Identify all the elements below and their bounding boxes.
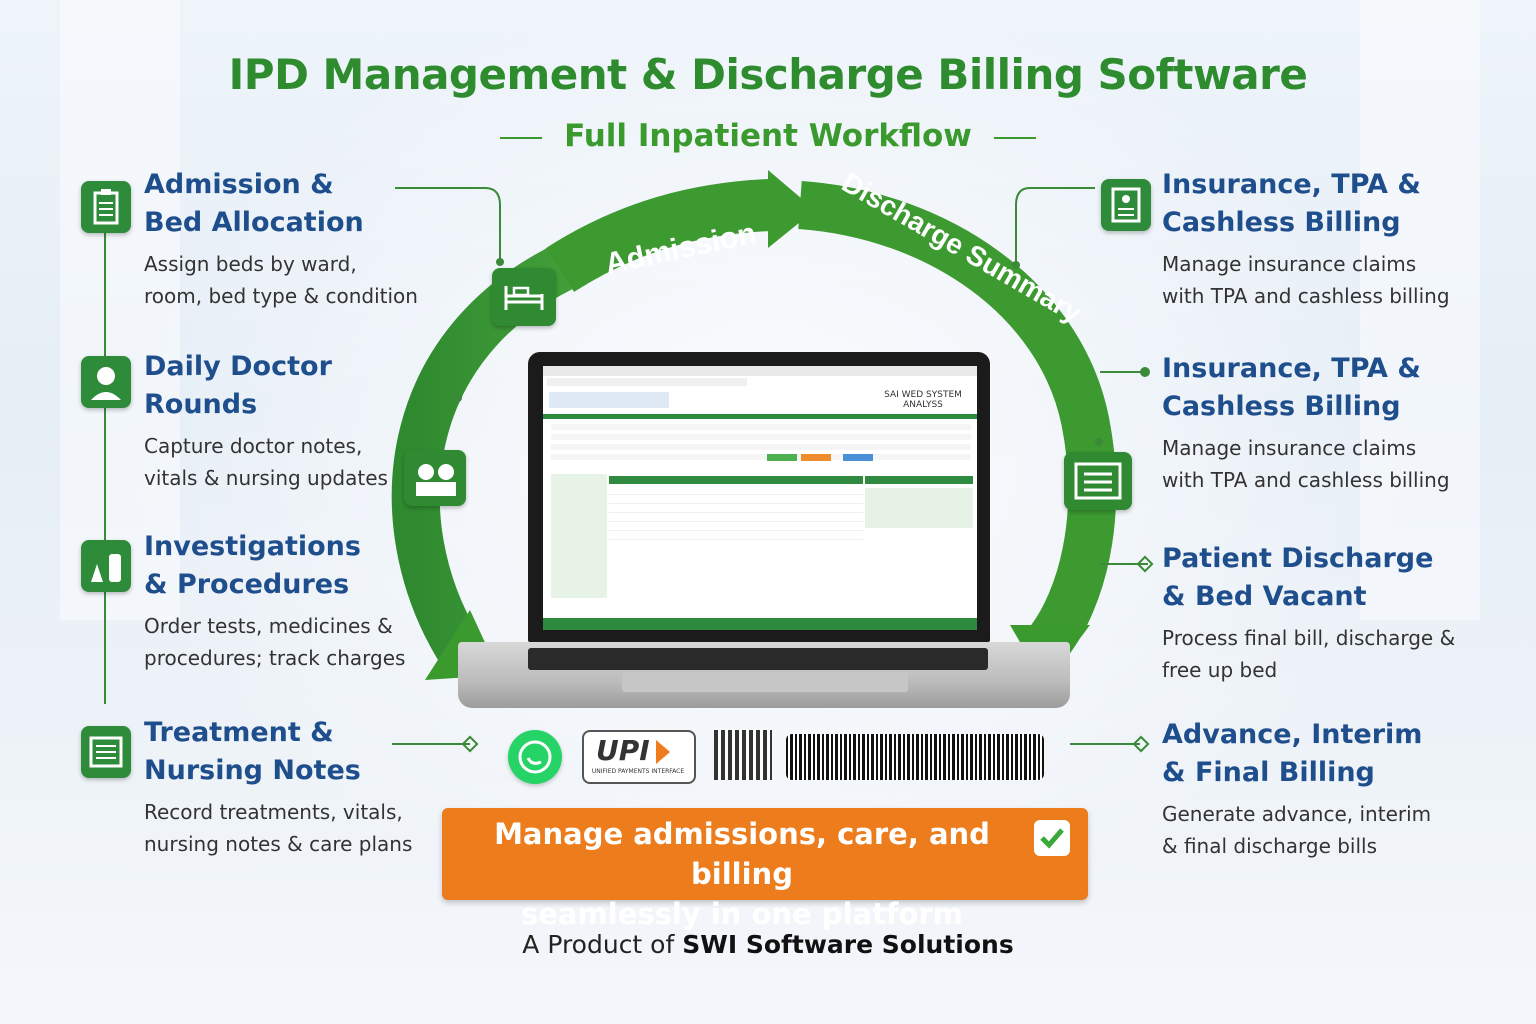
feature-title: Advance, Interim& Final Billing	[1162, 719, 1423, 788]
insurance-card-icon	[1101, 179, 1151, 231]
feature-admission-bed-allocation: Admission &Bed Allocation Assign beds by…	[144, 166, 418, 312]
barcode-icon	[786, 734, 1044, 780]
feature-patient-discharge: Patient Discharge& Bed Vacant Process fi…	[1162, 540, 1455, 686]
feature-description: Order tests, medicines &procedures; trac…	[144, 614, 406, 670]
laptop-touchpad	[622, 672, 908, 692]
upi-text: UPI	[596, 734, 650, 767]
side-panel-header	[865, 476, 973, 484]
status-bar	[543, 618, 977, 630]
window-titlebar	[543, 366, 977, 376]
footer-credit: A Product of SWI Software Solutions	[522, 930, 1014, 959]
doctor-nurse-icon	[404, 450, 466, 506]
background-window	[1360, 0, 1480, 620]
action-button[interactable]	[801, 454, 831, 461]
page-subtitle: Full Inpatient Workflow	[564, 118, 972, 154]
feature-advance-interim-final-billing: Advance, Interim& Final Billing Generate…	[1162, 716, 1431, 862]
clipboard-icon	[81, 181, 131, 233]
notes-icon	[81, 726, 131, 778]
check-shield-icon	[1034, 820, 1070, 856]
action-button[interactable]	[767, 454, 797, 461]
qr-code-icon	[714, 730, 772, 780]
feature-insurance-tpa-cashless: Insurance, TPA &Cashless Billing Manage …	[1162, 166, 1450, 312]
cycle-arrow-top-left	[545, 179, 772, 292]
whatsapp-icon	[508, 730, 562, 784]
cycle-label-discharge-summary: Discharge Summary	[837, 167, 1087, 329]
feature-title: Admission &Bed Allocation	[144, 169, 364, 238]
feature-description: Record treatments, vitals,nursing notes …	[144, 800, 413, 856]
subtitle-dash-right	[993, 136, 1036, 139]
feature-title: Investigations& Procedures	[144, 531, 361, 600]
form-header	[551, 424, 971, 464]
feature-description: Assign beds by ward,room, bed type & con…	[144, 252, 418, 308]
lab-bottles-icon	[81, 540, 131, 592]
page-title: IPD Management & Discharge Billing Softw…	[228, 50, 1308, 99]
subtitle-dash-left	[500, 136, 543, 139]
subtitle-row: Full Inpatient Workflow	[0, 118, 1536, 154]
action-button[interactable]	[843, 454, 873, 461]
doctor-icon	[81, 356, 131, 408]
upi-logo: UPI UNIFIED PAYMENTS INTERFACE	[582, 730, 696, 784]
feature-title: Insurance, TPA &Cashless Billing	[1162, 353, 1421, 422]
green-divider	[543, 414, 977, 419]
side-panel	[865, 488, 973, 528]
feature-description: Process final bill, discharge &free up b…	[1162, 626, 1456, 682]
upi-subtext: UNIFIED PAYMENTS INTERFACE	[591, 768, 685, 775]
feature-description: Generate advance, interim& final dischar…	[1162, 802, 1432, 858]
connector-admission	[395, 187, 501, 262]
table-header	[609, 476, 863, 484]
cycle-arrow-right	[798, 181, 1117, 655]
connector-insurance	[1015, 187, 1095, 265]
feature-treatment-nursing-notes: Treatment &Nursing Notes Record treatmen…	[144, 714, 412, 860]
menu-bar	[547, 378, 747, 386]
background-window	[60, 0, 180, 620]
cycle-arrowhead-top	[768, 170, 815, 248]
data-table	[609, 486, 863, 546]
feature-title: Patient Discharge& Bed Vacant	[1162, 543, 1434, 612]
feature-description: Capture doctor notes,vitals & nursing up…	[144, 434, 388, 490]
feature-title: Treatment &Nursing Notes	[144, 717, 361, 786]
bill-list-icon	[1064, 452, 1132, 510]
laptop-keyboard	[528, 648, 988, 670]
feature-title: Insurance, TPA &Cashless Billing	[1162, 169, 1421, 238]
upi-arrow-icon	[656, 740, 670, 764]
feature-insurance-tpa-cashless-2: Insurance, TPA &Cashless Billing Manage …	[1162, 350, 1450, 496]
sidebar-nav[interactable]	[551, 474, 607, 598]
bed-icon	[492, 268, 556, 326]
feature-investigations-procedures: Investigations& Procedures Order tests, …	[144, 528, 405, 674]
toolbar	[549, 392, 669, 408]
left-timeline-line	[104, 232, 106, 704]
